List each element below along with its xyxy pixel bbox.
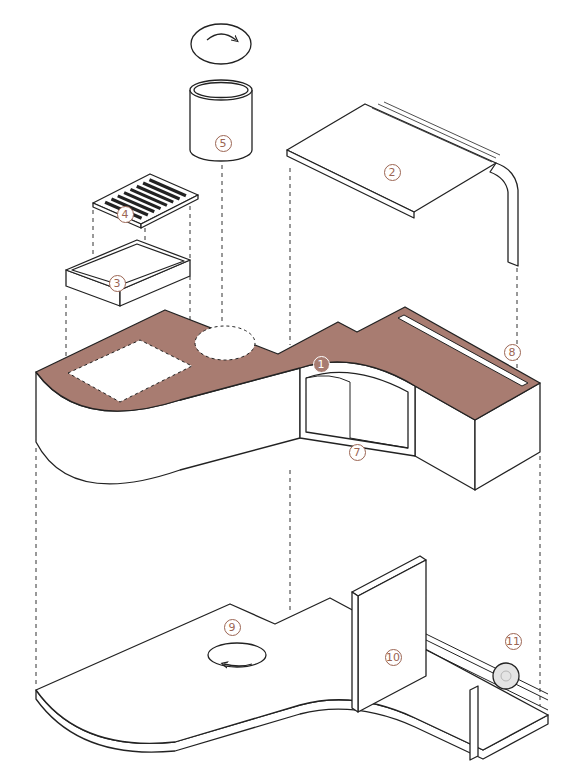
- callout-number: 1: [313, 356, 330, 373]
- callout-number: 5: [215, 135, 232, 152]
- part-grate: [93, 174, 198, 228]
- callout-number: 4: [117, 206, 134, 223]
- callout-number: 2: [384, 164, 401, 181]
- callout-number: 10: [385, 649, 402, 666]
- part-lid: [191, 24, 251, 64]
- callout-number: 11: [505, 633, 522, 650]
- callout-number: 3: [109, 275, 126, 292]
- part-bent-panel: [287, 102, 518, 266]
- part-tray: [66, 240, 190, 306]
- grate-slat: [149, 180, 185, 196]
- callout-number: 7: [349, 444, 366, 461]
- part-base: [36, 556, 548, 760]
- part-cylinder: [190, 80, 252, 161]
- callout-number: 9: [224, 619, 241, 636]
- callout-number: 8: [504, 344, 521, 361]
- part-main-body: [36, 307, 540, 490]
